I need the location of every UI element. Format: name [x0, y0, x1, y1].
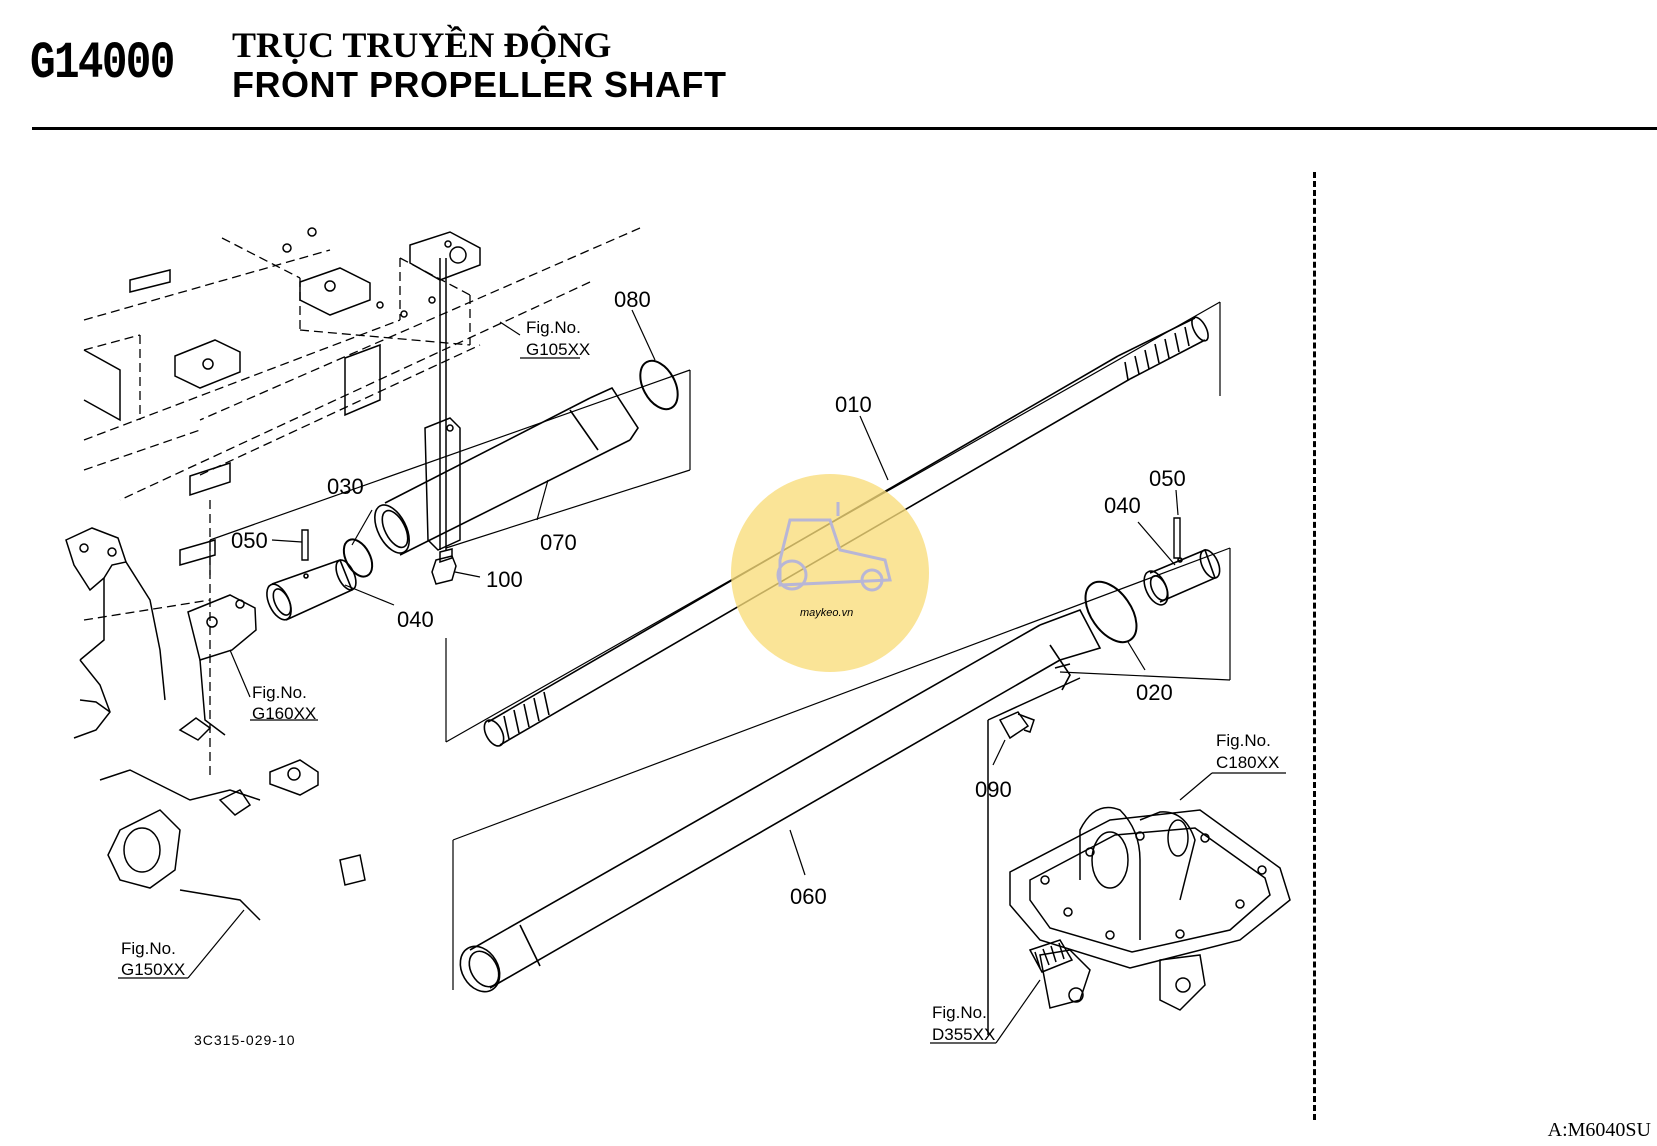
callout-090: 090: [975, 777, 1012, 802]
fig-ref-c180-label: Fig.No.: [1216, 731, 1271, 750]
tube-060: [459, 609, 1102, 993]
bolt-090: [998, 711, 1035, 740]
callout-100: 100: [486, 567, 523, 592]
watermark-text: maykeo.vn: [800, 607, 853, 619]
drawing-number: 3C315-029-10: [194, 1032, 296, 1048]
frame-housing-solid: [65, 227, 481, 921]
fig-ref-g105-code: G105XX: [526, 340, 590, 359]
fig-ref-g105-label: Fig.No.: [526, 318, 581, 337]
front-axle-housing: [987, 677, 1291, 1035]
oring-030: [342, 538, 374, 578]
header-rule: [32, 127, 1657, 130]
dashed-divider: [1313, 172, 1316, 1120]
sleeve-040-left: [266, 558, 357, 621]
callout-030: 030: [327, 474, 364, 499]
oring-020: [1084, 580, 1138, 644]
fig-ref-c180-code: C180XX: [1216, 753, 1279, 772]
callout-010: 010: [835, 392, 872, 417]
tractor-icon: [776, 502, 892, 592]
callout-060: 060: [790, 884, 827, 909]
tube-070: [374, 386, 639, 556]
fig-ref-g160-label: Fig.No.: [252, 683, 307, 702]
watermark: maykeo.vn: [731, 474, 929, 672]
title-english: FRONT PROPELLER SHAFT: [232, 64, 727, 105]
pin-050-right: [1173, 517, 1181, 559]
fig-ref-d355-label: Fig.No.: [932, 1003, 987, 1022]
title-vietnamese: TRỤC TRUYỀN ĐỘNG: [232, 25, 612, 65]
callout-020: 020: [1136, 680, 1173, 705]
callout-040-right: 040: [1104, 493, 1141, 518]
fig-ref-g160-code: G160XX: [252, 704, 316, 723]
callout-050-left: 050: [231, 528, 268, 553]
frame-housing-outline: [83, 227, 641, 780]
sleeve-040-right: [1143, 548, 1221, 606]
box-070: [209, 369, 691, 575]
leader-lines: [118, 309, 1286, 1044]
bolt-100: [431, 548, 457, 585]
callout-070: 070: [540, 530, 577, 555]
model-code: A:M6040SU: [1547, 1119, 1651, 1141]
oring-080: [639, 359, 679, 411]
callout-080: 080: [614, 287, 651, 312]
fig-ref-g150-code: G150XX: [121, 960, 185, 979]
bracket-under-070: [424, 417, 461, 551]
callout-050-right: 050: [1149, 466, 1186, 491]
fig-ref-g150-label: Fig.No.: [121, 939, 176, 958]
box-060: [452, 547, 1231, 990]
figure-code: G14000: [30, 34, 175, 93]
fig-ref-d355-code: D355XX: [932, 1025, 995, 1044]
pin-050-left: [301, 529, 309, 561]
callout-040-left: 040: [397, 607, 434, 632]
